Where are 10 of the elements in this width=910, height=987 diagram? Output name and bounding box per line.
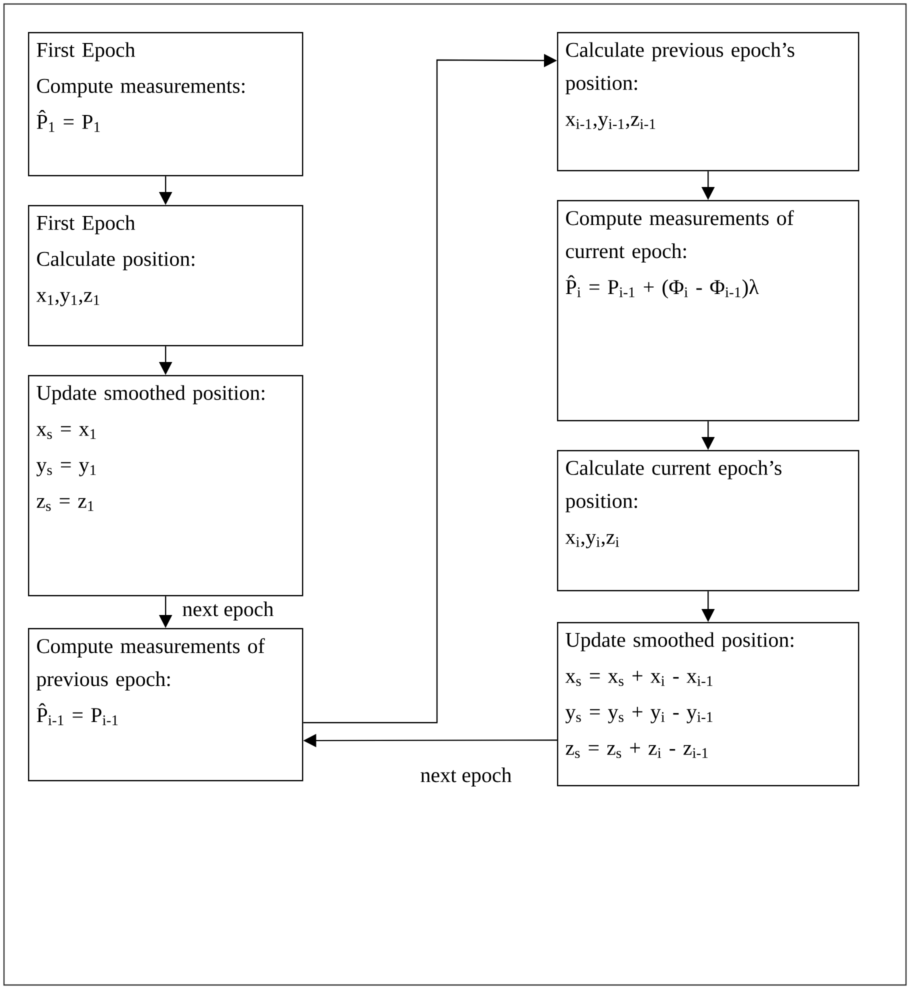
process-box: First Epoch Calculate position: x$_{1}$,y$_{1}$,z$_{1}$	[28, 205, 304, 346]
process-box: Update smoothed position: x$_{s}$ = x$_{1}$ y$_{s}$ = y$_{1}$ z$_{s}$ = z$_{1}$	[28, 375, 304, 596]
process-box: Calculate previous epoch’s position: x$_{i-1}$,y$_{i-1}$,z$_{i-1}$	[557, 32, 860, 172]
process-box: Compute measurements of previous epoch: P̂$_{i-1}$ = P$_{i-1}$	[28, 628, 304, 782]
edge-label: next epoch	[180, 599, 276, 623]
process-box: Compute measurements of current epoch: P̂$_{i}$ = P$_{i-1}$ + (Φ$_{i}$ - Φ$_{i-1}$)λ	[557, 200, 860, 422]
process-box: Update smoothed position: x$_{s}$ = x$_{s}$ + x$_{i}$ - x$_{i-1}$ y$_{s}$ = y$_{s}$ + y$_{i}$ - y$_{i-1}$ z$_{s}$ = z$_{s}$ + z$_{i}$ - z$_{i-1}$	[557, 622, 860, 786]
process-box: First Epoch Compute measurements: P̂$_{1}$ = P$_{1}$	[28, 32, 304, 176]
process-box: Calculate current epoch’s position: x$_{i}$,y$_{i}$,z$_{i}$	[557, 450, 860, 592]
edge-label: next epoch	[418, 765, 514, 789]
